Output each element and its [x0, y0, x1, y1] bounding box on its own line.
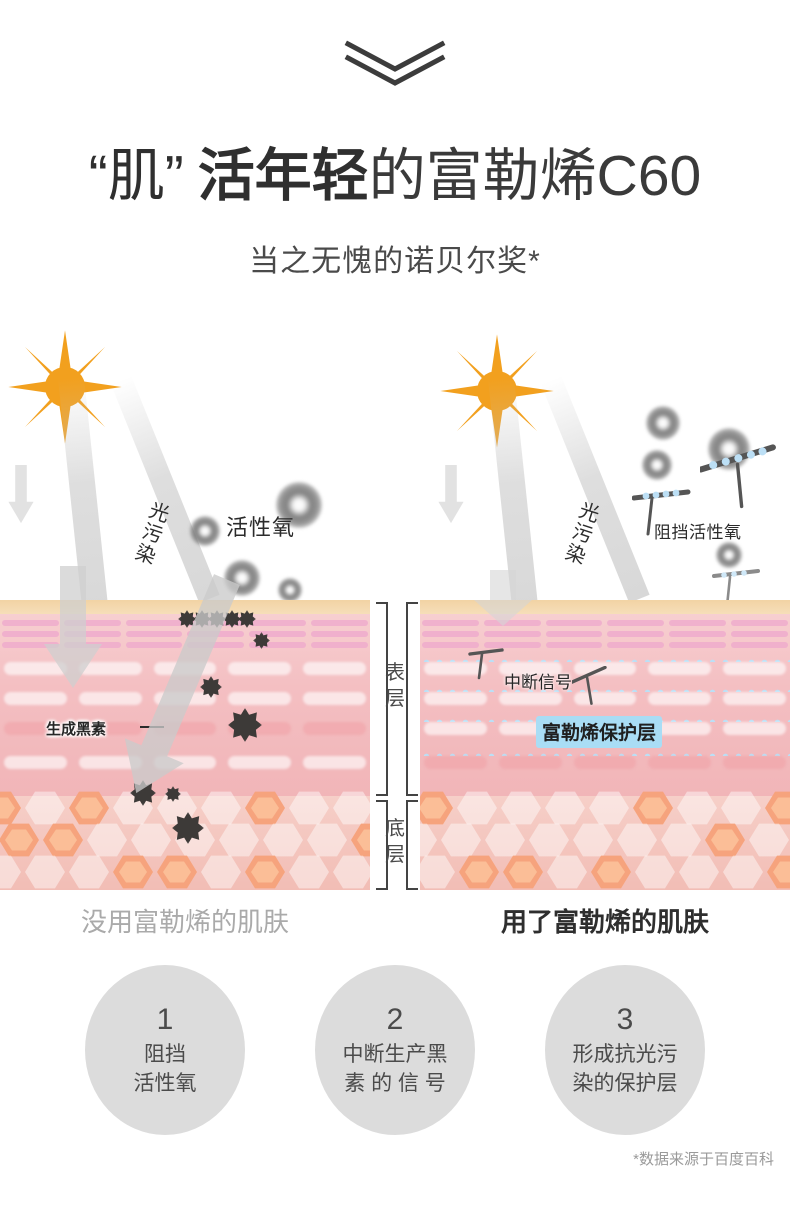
double-chevron-down-icon [344, 40, 446, 86]
reactive-oxygen-label: 活性氧 [226, 515, 296, 540]
skin-surface-layer [0, 600, 370, 614]
benefit-number: 3 [616, 1002, 634, 1036]
benefit-line: 阻挡 [144, 1042, 186, 1066]
fullerene-protective-layer-label: 富勒烯保护层 [536, 716, 663, 748]
caption-untreated: 没用富勒烯的肌肤 [80, 907, 289, 937]
dermis-hex-row [0, 854, 370, 890]
reactive-oxygen-particle [646, 406, 680, 440]
dermis-hex-row [420, 822, 790, 858]
epidermis-stripe-row [420, 631, 790, 637]
light-direction-arrow-icon [438, 465, 464, 524]
title-part-light: 的富勒烯C60 [368, 144, 702, 208]
light-pollution-label: 光污染 [129, 498, 171, 568]
skin-epidermis [420, 614, 790, 796]
panel-without-fullerene: 光污染 活性氧 [0, 320, 370, 900]
caption-treated: 用了富勒烯的肌肤 [500, 907, 709, 937]
epidermis-stripe-row [420, 642, 790, 648]
benefit-line: 素 的 信 号 [344, 1071, 446, 1095]
panel-with-fullerene: 光污染 阻挡活性氧 [420, 320, 790, 900]
melanin-particle [253, 632, 270, 649]
melanin-particle [172, 812, 204, 844]
epidermis-cell-row [420, 692, 790, 705]
benefit-circle-3: 3 形成抗光污 染的保护层 [545, 965, 705, 1135]
skin-dermis [0, 796, 370, 890]
depth-label-surface-text: 表层 [385, 662, 405, 710]
benefit-circle-1: 1 阻挡 活性氧 [85, 965, 245, 1135]
fullerene-dot-layer [420, 686, 790, 692]
melanin-particle [165, 786, 181, 802]
fullerene-dot-layer [420, 750, 790, 756]
fullerene-dot-layer [420, 656, 790, 662]
benefit-line: 中断生产黑 [342, 1042, 448, 1066]
reactive-oxygen-particle [278, 578, 302, 602]
epidermis-stripe-row [420, 620, 790, 626]
light-penetration-arrow-icon [44, 566, 102, 688]
depth-label-base: 底层 [382, 816, 408, 868]
light-beam [110, 375, 220, 603]
reactive-oxygen-particle [716, 542, 742, 568]
benefit-number: 2 [386, 1002, 404, 1036]
reactive-oxygen-particle [276, 482, 322, 528]
epidermis-cell-row [0, 756, 370, 769]
bracket-base-right [406, 800, 418, 890]
melanin-generation-label: 生成黑素 [46, 721, 107, 738]
illustration-stage: 光污染 活性氧 [0, 320, 790, 900]
fullerene-barrier-icon [632, 489, 691, 536]
light-direction-arrow-icon [8, 465, 34, 524]
bracket-surface-right [406, 602, 418, 796]
benefit-line: 活性氧 [133, 1071, 197, 1095]
fullerene-barrier-icon [700, 444, 776, 509]
bracket-surface-left [376, 602, 388, 796]
interrupt-signal-label: 中断信号 [504, 673, 572, 692]
title-part-bold: 活年轻 [197, 144, 369, 208]
depth-label-base-text: 底层 [385, 818, 405, 866]
page-title: “肌”活年轻的富勒烯C60 [0, 140, 790, 212]
reactive-oxygen-particle [642, 450, 672, 480]
reactive-oxygen-particle [190, 516, 220, 546]
skin-dermis [420, 796, 790, 890]
depth-label-surface: 表层 [382, 660, 408, 712]
light-absorbed-arrow-icon [474, 570, 532, 626]
epidermis-cell-row [420, 756, 790, 769]
benefit-circle-group: 1 阻挡 活性氧 2 中断生产黑 素 的 信 号 3 形成抗光污 染的保护层 [0, 965, 790, 1145]
page-subtitle: 当之无愧的诺贝尔奖* [249, 245, 541, 278]
melanin-particle [178, 610, 196, 628]
light-pollution-label: 光污染 [559, 498, 601, 568]
benefit-circle-2: 2 中断生产黑 素 的 信 号 [315, 965, 475, 1135]
interrupt-signal-barrier-icon [468, 648, 504, 680]
dermis-hex-row [420, 854, 790, 890]
melanin-particle [228, 708, 262, 742]
fullerene-barrier-icon [712, 569, 760, 608]
data-source-footnote: *数据来源于百度百科 [633, 1151, 774, 1168]
benefit-number: 1 [156, 1002, 174, 1036]
block-reactive-oxygen-label: 阻挡活性氧 [654, 523, 742, 542]
benefit-line: 染的保护层 [572, 1071, 678, 1095]
dermis-hex-row [420, 790, 790, 826]
melanin-particle [223, 610, 241, 628]
title-part-quoted: “肌” [88, 144, 184, 208]
melanin-particle [200, 676, 222, 698]
benefit-line: 形成抗光污 [572, 1042, 678, 1066]
light-penetration-arrow-icon [124, 574, 240, 794]
interrupt-signal-barrier-icon [572, 666, 607, 705]
scroll-down-chevron [0, 40, 790, 86]
epidermis-cell-row [420, 662, 790, 675]
melanin-particle [238, 610, 256, 628]
bracket-base-left [376, 800, 388, 890]
skin-cross-section-treated: 中断信号 富勒烯保护层 [420, 600, 790, 890]
